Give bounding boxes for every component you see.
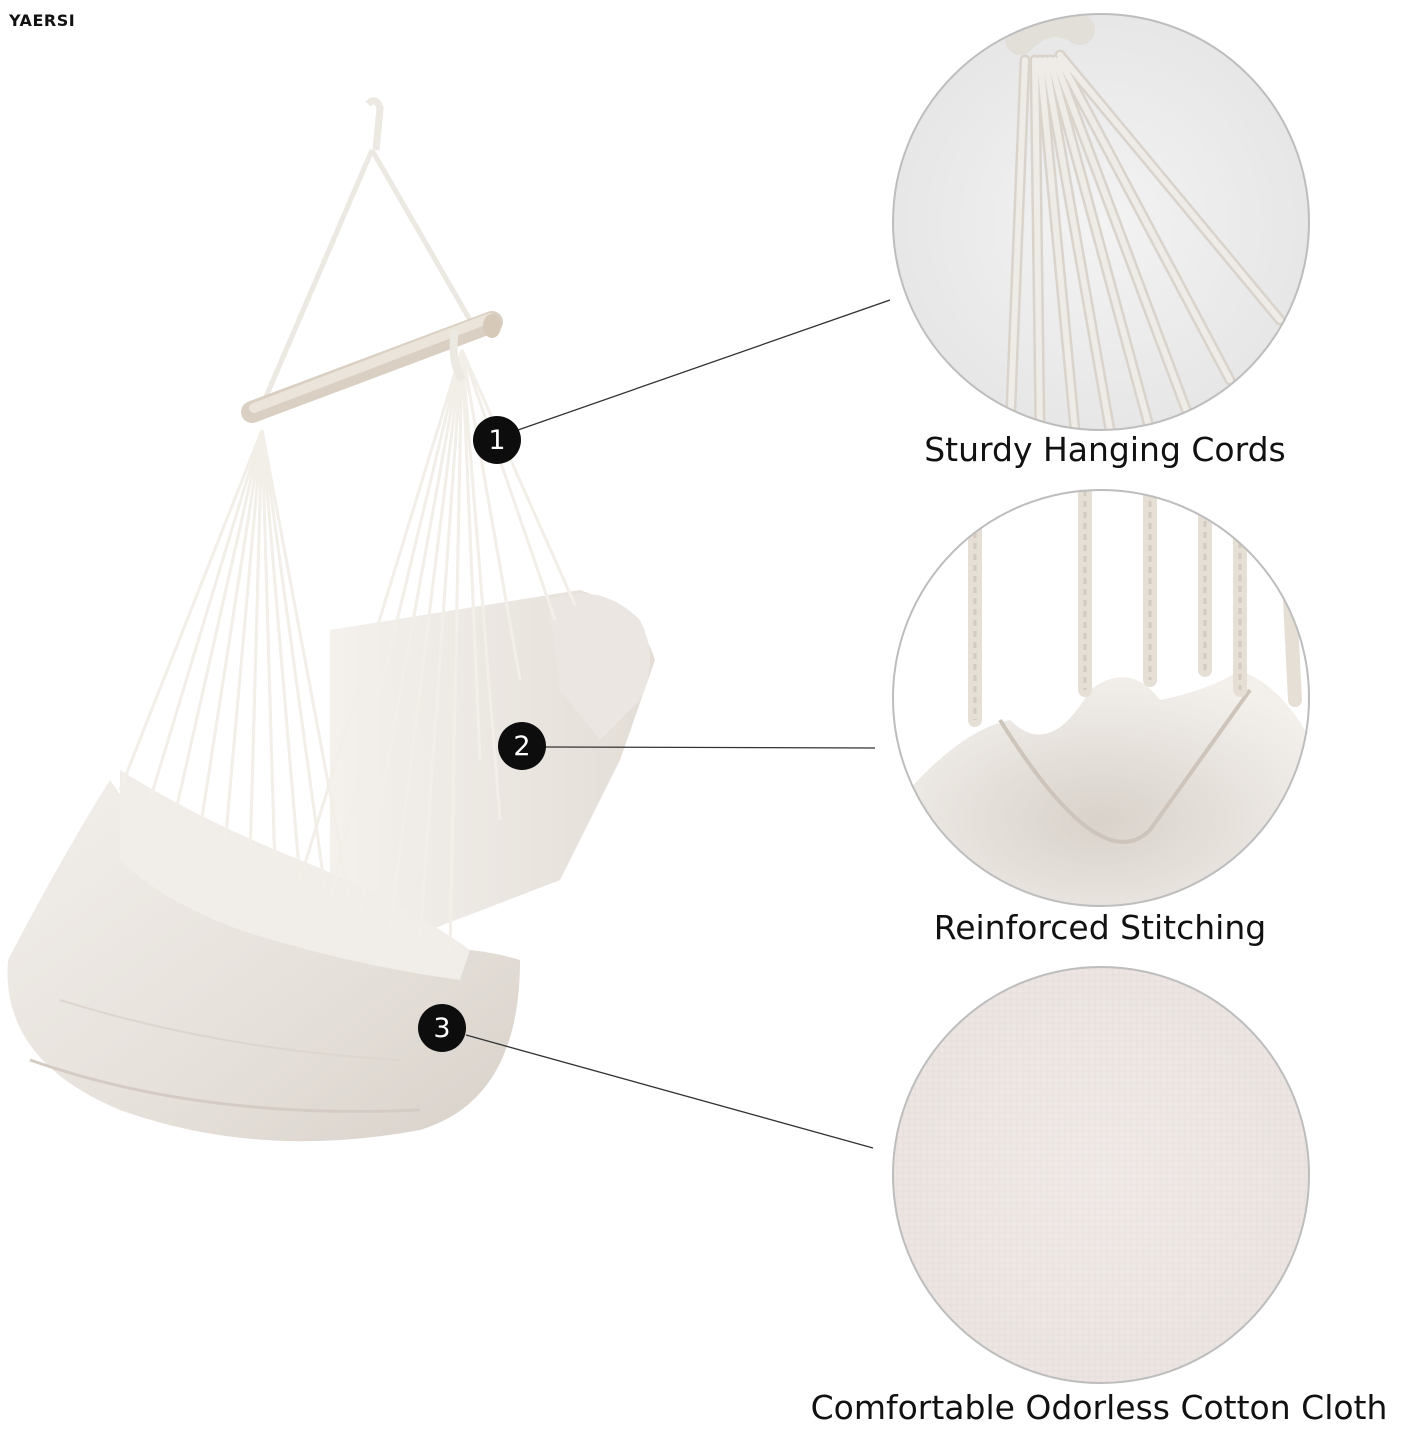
badge-3: 3 [418,1004,466,1052]
badge-1: 1 [473,416,521,464]
caption-sturdy-hanging-cords: Sturdy Hanging Cords [924,430,1286,469]
caption-cotton-cloth: Comfortable Odorless Cotton Cloth [810,1388,1388,1427]
detail-circle-cloth [892,966,1310,1384]
svg-text:2: 2 [513,731,530,762]
detail-circle-cords [892,13,1310,431]
detail-circle-stitching [892,489,1310,907]
badge-2: 2 [498,722,546,770]
svg-text:3: 3 [433,1013,450,1044]
svg-text:1: 1 [488,425,505,456]
hammock-chair [7,97,655,1142]
brand-logo: YAERSI [9,11,76,30]
leader-lines [465,299,891,1149]
caption-reinforced-stitching: Reinforced Stitching [933,908,1267,947]
